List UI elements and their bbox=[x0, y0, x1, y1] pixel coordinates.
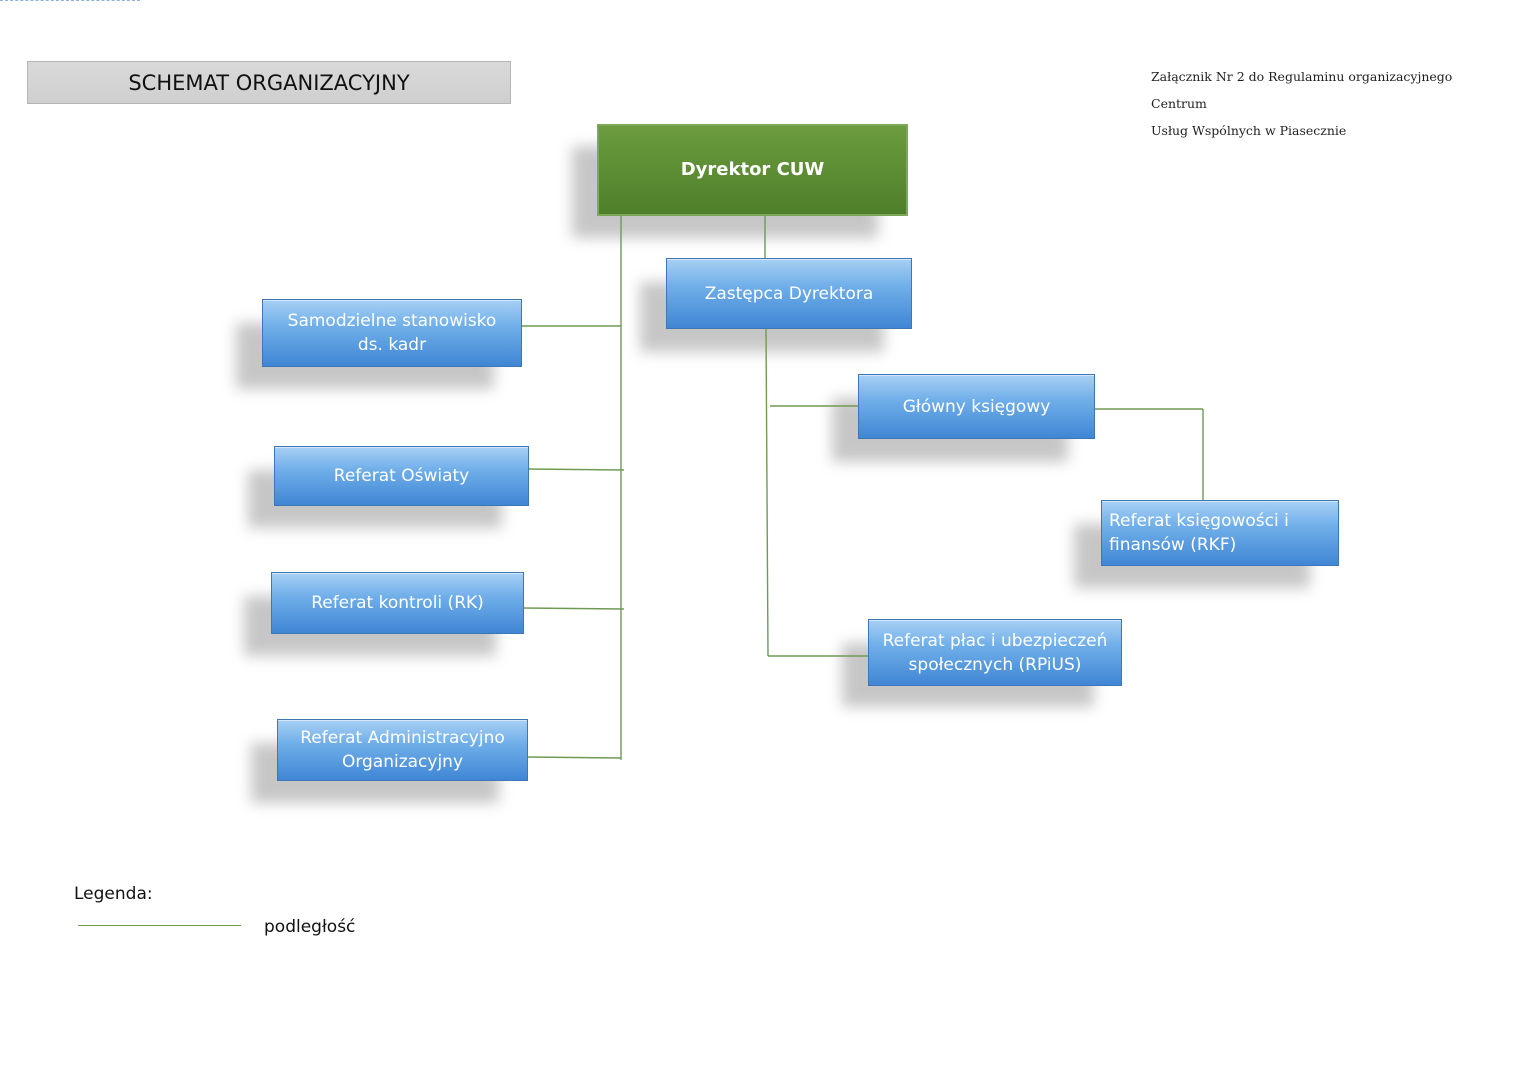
admin-box: Referat Administracyjno Organizacyjny bbox=[277, 719, 528, 781]
control-box: Referat kontroli (RK) bbox=[271, 572, 524, 634]
director-label: Dyrektor CUW bbox=[680, 159, 825, 180]
legend-label: podległość bbox=[264, 917, 356, 937]
control-connector-line bbox=[521, 607, 625, 610]
admin-label-line-1: Referat Administracyjno bbox=[300, 728, 505, 748]
deputy-label: Zastępca Dyrektora bbox=[704, 283, 874, 304]
annex-line-1: Załącznik Nr 2 do Regulaminu organizacyj… bbox=[1151, 69, 1453, 111]
page-title-text: SCHEMAT ORGANIZACYJNY bbox=[128, 70, 410, 95]
rpius-label: Referat płac i ubezpieczeń społecznych (… bbox=[883, 629, 1108, 677]
hr-label: Samodzielne stanowisko ds. kadr bbox=[288, 309, 497, 357]
education-box: Referat Oświaty bbox=[274, 446, 529, 506]
rpius-label-line-2: społecznych (RPiUS) bbox=[908, 654, 1082, 675]
admin-connector-line bbox=[526, 756, 622, 759]
rkf-label-line-2: finansów (RKF) bbox=[1109, 535, 1237, 555]
rpius-box: Referat płac i ubezpieczeń społecznych (… bbox=[868, 619, 1122, 686]
top-dashed-rule bbox=[0, 0, 140, 1]
deputy-box: Zastępca Dyrektora bbox=[666, 258, 912, 329]
hr-label-line-1: Samodzielne stanowisko bbox=[287, 311, 497, 331]
education-label: Referat Oświaty bbox=[333, 466, 470, 486]
annex-note: Załącznik Nr 2 do Regulaminu organizacyj… bbox=[1151, 63, 1511, 144]
rkf-label-line-1: Referat księgowości i bbox=[1109, 511, 1289, 531]
control-label: Referat kontroli (RK) bbox=[311, 593, 484, 613]
rkf-label: Referat księgowości i finansów (RKF) bbox=[1109, 509, 1289, 557]
hr-label-line-2: ds. kadr bbox=[357, 335, 427, 355]
director-box: Dyrektor CUW bbox=[597, 124, 908, 216]
rkf-box: Referat księgowości i finansów (RKF) bbox=[1101, 500, 1339, 566]
page-title: SCHEMAT ORGANIZACYJNY bbox=[27, 61, 511, 104]
chief-accountant-box: Główny księgowy bbox=[858, 374, 1095, 439]
admin-label-line-2: Organizacyjny bbox=[341, 752, 464, 772]
legend-line-sample bbox=[78, 925, 241, 926]
annex-line-2: Usług Wspólnych w Piasecznie bbox=[1151, 123, 1347, 138]
deputy-trunk-line bbox=[765, 328, 769, 657]
admin-label: Referat Administracyjno Organizacyjny bbox=[300, 726, 505, 774]
hr-box: Samodzielne stanowisko ds. kadr bbox=[262, 299, 522, 367]
education-connector-line bbox=[527, 468, 625, 471]
legend-title: Legenda: bbox=[74, 884, 153, 904]
chief-accountant-label: Główny księgowy bbox=[902, 396, 1051, 417]
rpius-label-line-1: Referat płac i ubezpieczeń bbox=[882, 630, 1108, 651]
